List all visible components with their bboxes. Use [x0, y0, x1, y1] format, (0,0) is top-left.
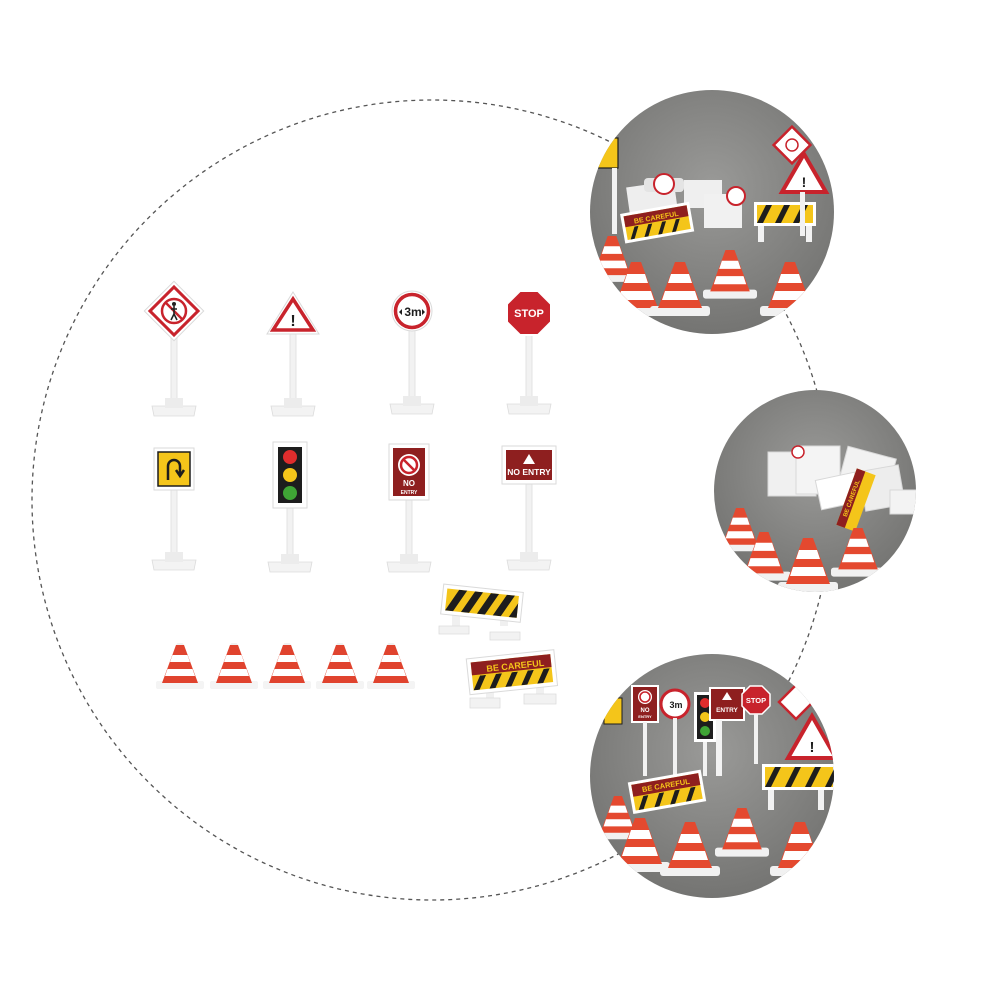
traffic-cone-icon [156, 643, 204, 689]
stop-sign-label: STOP [514, 308, 544, 320]
no-entry-label: NO [403, 479, 415, 488]
photo-bottom: NO ENTRY 3m ENTRY STOP [590, 654, 834, 898]
traffic-cone-row [156, 643, 415, 689]
traffic-cone-icon [316, 643, 364, 689]
no-entry-sublabel: ENTRY [401, 490, 418, 496]
distance-sign: 3m [389, 290, 435, 415]
photo-bottom-stop: STOP [746, 696, 766, 705]
photo-middle: BE CAREFUL [714, 390, 916, 592]
photo-bottom-no-entry: ENTRY [638, 714, 652, 719]
warning-sign: ! [266, 291, 320, 417]
barrier-icon [445, 589, 519, 618]
photo-top-warning: ! [802, 174, 807, 190]
be-careful-barrier: BE CAREFUL [465, 649, 559, 709]
warning-icon: ! [290, 313, 295, 330]
traffic-light-icon [278, 447, 302, 503]
no-pedestrian-sign [143, 280, 205, 417]
photo-bottom-warning: ! [810, 739, 815, 756]
u-turn-icon [166, 458, 186, 480]
stop-sign: STOP [506, 290, 552, 415]
striped-barrier [438, 583, 524, 641]
no-entry-banner-label: NO ENTRY [507, 467, 551, 477]
traffic-cone-icon [367, 643, 415, 689]
photo-bottom-no: NO [641, 708, 650, 714]
no-pedestrian-icon [160, 297, 188, 325]
photo-top: BE CAREFUL ! [590, 90, 834, 334]
no-entry-banner-sign: NO ENTRY [501, 445, 557, 571]
distance-sign-label: 3m [404, 305, 421, 319]
no-entry-icon [398, 454, 420, 476]
stop-icon [506, 290, 552, 336]
u-turn-sign [151, 447, 197, 571]
traffic-light-sign [267, 441, 313, 573]
no-entry-sign: NO ENTRY [386, 443, 432, 573]
photo-bottom-entry: ENTRY [716, 707, 738, 714]
traffic-cone-icon [210, 643, 258, 689]
traffic-cone-icon [263, 643, 311, 689]
photo-bottom-distance: 3m [669, 700, 682, 710]
